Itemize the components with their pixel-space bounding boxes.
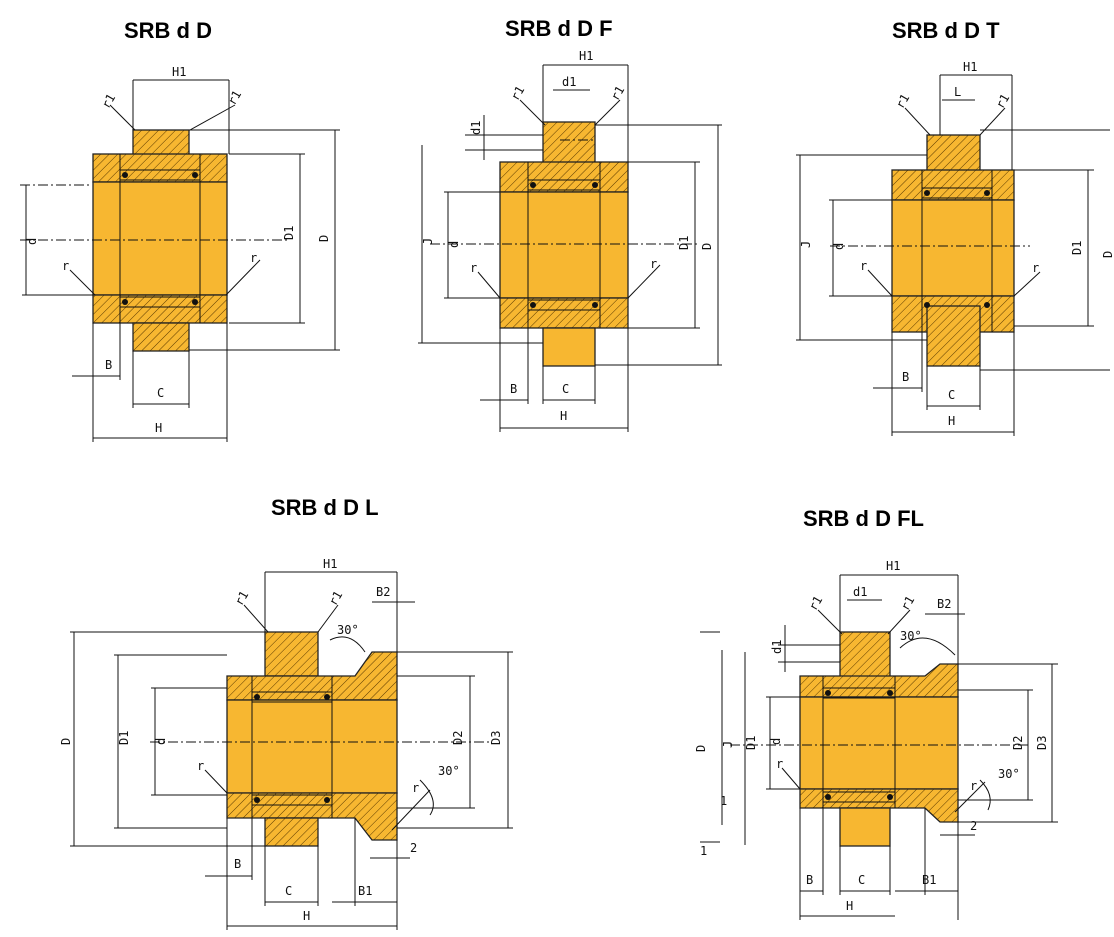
dim-D2: D2 <box>451 731 465 745</box>
drawing-srb-d-D-FL: H1 d1 B2 r1 r1 30° d1 J D D1 d r 1 1 D2 … <box>694 559 1058 920</box>
dim-H1: H1 <box>963 60 977 74</box>
dim-H1: H1 <box>323 557 337 571</box>
dim-r1-right: r1 <box>898 593 917 613</box>
dim-r1-left: r1 <box>232 588 251 608</box>
dim-r1-left: r1 <box>893 91 912 111</box>
drawing-srb-d-D: H1 r1 r1 r r d D1 D B C H <box>20 65 340 442</box>
dim-C: C <box>285 884 292 898</box>
dim-C: C <box>948 388 955 402</box>
dim-L: L <box>954 85 961 99</box>
dim-r-left: r <box>776 757 783 771</box>
dim-D2: D2 <box>1011 736 1025 750</box>
dim-D3: D3 <box>489 731 503 745</box>
dim-D: D <box>1101 251 1114 258</box>
dim-r1-right: r1 <box>608 83 627 103</box>
dim-H: H <box>560 409 567 423</box>
dim-d1-side: d1 <box>469 121 483 135</box>
dim-D1: D1 <box>1070 241 1084 255</box>
dim-angle-bottom: 30° <box>438 764 460 778</box>
dim-D: D <box>317 235 331 242</box>
dim-r-right: r <box>650 257 657 271</box>
title-srb-d-D-F: SRB d D F <box>505 16 613 41</box>
dim-d1: d1 <box>853 585 867 599</box>
dim-H: H <box>303 909 310 923</box>
title-srb-d-D-FL: SRB d D FL <box>803 506 924 531</box>
dim-r-right: r <box>1032 261 1039 275</box>
dim-H: H <box>948 414 955 428</box>
dim-r-left: r <box>197 759 204 773</box>
dim-angle-bottom: 30° <box>998 767 1020 781</box>
dim-r-left: r <box>860 259 867 273</box>
drawing-srb-d-D-L: H1 B2 r1 r1 30° D D1 d r D2 D3 r 30° 2 <box>59 557 513 930</box>
dim-D1: D1 <box>282 226 296 240</box>
dim-2: 2 <box>410 841 417 855</box>
dim-r1-left: r1 <box>806 593 825 613</box>
dim-1-top: 1 <box>720 794 727 808</box>
dim-angle-top: 30° <box>337 623 359 637</box>
dim-D1: D1 <box>117 731 131 745</box>
dim-d: d <box>25 238 39 245</box>
dim-B1: B1 <box>922 873 936 887</box>
dim-r-right: r <box>412 781 419 795</box>
dim-C: C <box>157 386 164 400</box>
dim-r-right: r <box>970 779 977 793</box>
dim-D: D <box>700 243 714 250</box>
dim-H1: H1 <box>579 49 593 63</box>
dim-r1-right: r1 <box>225 88 244 108</box>
dim-H: H <box>846 899 853 913</box>
dim-B2: B2 <box>937 597 951 611</box>
dim-r-right: r <box>250 251 257 265</box>
dim-B: B <box>902 370 909 384</box>
dim-J: J <box>799 241 813 248</box>
dim-D1: D1 <box>677 236 691 250</box>
dim-r1-left: r1 <box>99 91 118 111</box>
dim-D1: D1 <box>744 736 758 750</box>
dim-D: D <box>694 745 708 752</box>
drawing-srb-d-D-F: H1 d1 r1 r1 d1 J d r r D1 D B C <box>418 49 722 432</box>
dim-r1-left: r1 <box>508 83 527 103</box>
dim-H1: H1 <box>172 65 186 79</box>
dim-d: d <box>154 738 168 745</box>
dim-d1-side: d1 <box>770 640 784 654</box>
dim-C: C <box>562 382 569 396</box>
drawing-srb-d-D-T: H1 L r1 r1 J d r r D1 D B C H <box>796 60 1114 436</box>
dim-D: D <box>59 738 73 745</box>
dim-d: d <box>447 241 461 248</box>
dim-r1-right: r1 <box>993 91 1012 111</box>
dim-r-left: r <box>62 259 69 273</box>
dim-J: J <box>721 741 735 748</box>
dim-H: H <box>155 421 162 435</box>
dim-D3: D3 <box>1035 736 1049 750</box>
dim-B: B <box>234 857 241 871</box>
dim-C: C <box>858 873 865 887</box>
dim-J: J <box>421 238 435 245</box>
dim-B: B <box>510 382 517 396</box>
dim-B: B <box>806 873 813 887</box>
dim-B2: B2 <box>376 585 390 599</box>
dim-1-bottom: 1 <box>700 844 707 858</box>
dim-r-left: r <box>470 261 477 275</box>
title-srb-d-D-T: SRB d D T <box>892 18 1000 43</box>
title-srb-d-D-L: SRB d D L <box>271 495 379 520</box>
dim-H1: H1 <box>886 559 900 573</box>
dim-angle-top: 30° <box>900 629 922 643</box>
dim-2: 2 <box>970 819 977 833</box>
dim-d: d <box>832 243 846 250</box>
title-srb-d-D: SRB d D <box>124 18 212 43</box>
dim-r1-right: r1 <box>326 588 345 608</box>
dim-B1: B1 <box>358 884 372 898</box>
dim-d: d <box>769 738 783 745</box>
dim-d1: d1 <box>562 75 576 89</box>
dim-B: B <box>105 358 112 372</box>
